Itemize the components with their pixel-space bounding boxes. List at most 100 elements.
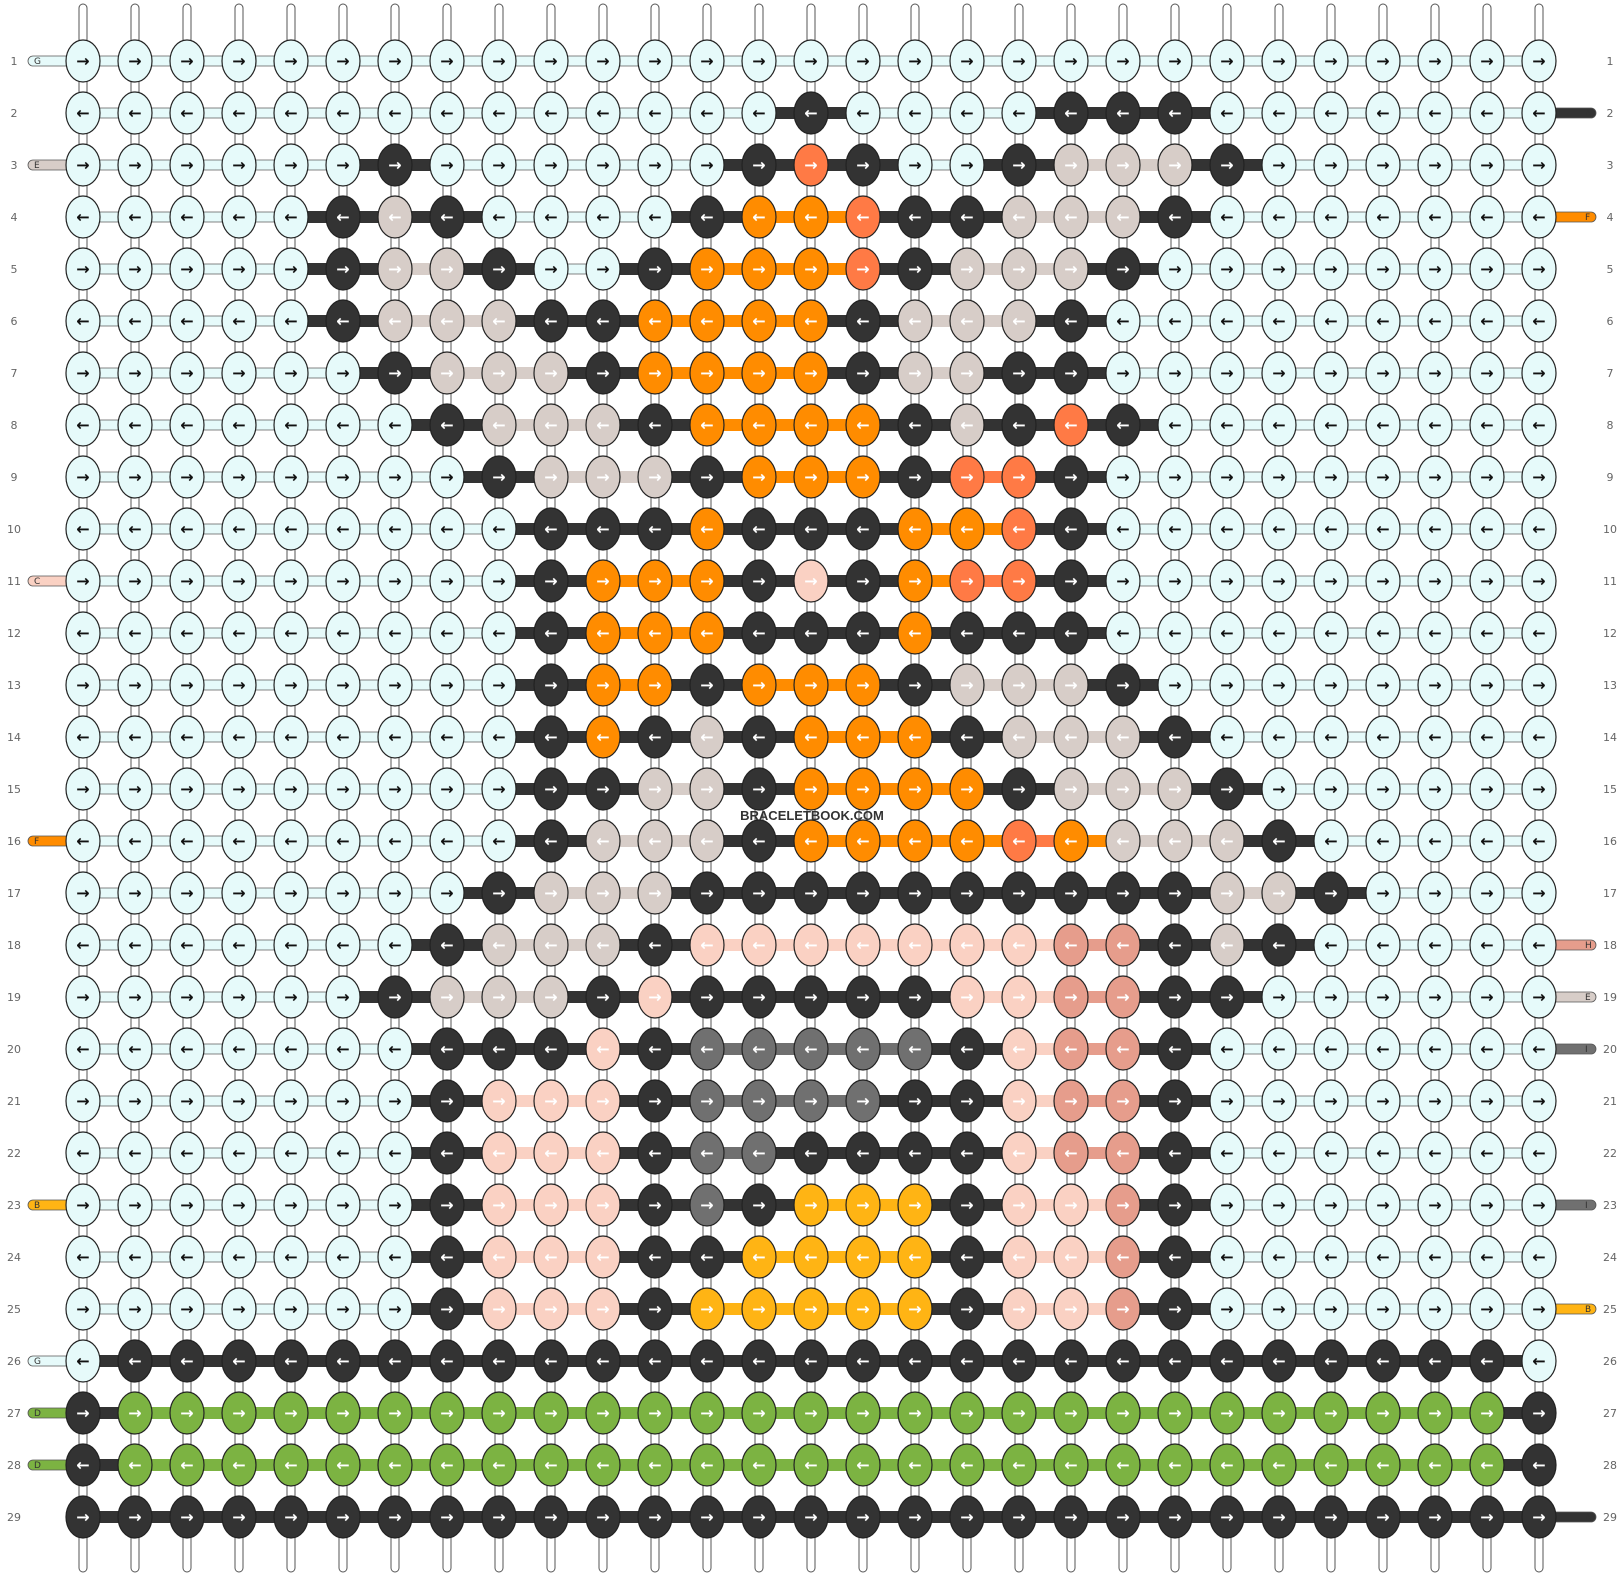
knot: ←	[949, 1235, 985, 1279]
knot: →	[1313, 143, 1349, 187]
knot: →	[1469, 767, 1505, 811]
arrow-left-icon: ←	[1220, 416, 1233, 435]
arrow-right-icon: →	[700, 364, 713, 383]
knot: ←	[1157, 507, 1193, 551]
arrow-right-icon: →	[284, 52, 297, 71]
arrow-right-icon: →	[856, 156, 869, 175]
knot: ←	[1157, 1443, 1193, 1487]
knot: ←	[1521, 1443, 1557, 1487]
knot: →	[117, 455, 153, 499]
arrow-right-icon: →	[492, 1300, 505, 1319]
knot: ←	[845, 507, 881, 551]
arrow-right-icon: →	[492, 1196, 505, 1215]
knot: →	[1469, 559, 1505, 603]
arrow-right-icon: →	[596, 1508, 609, 1527]
knot: ←	[949, 1339, 985, 1383]
arrow-right-icon: →	[1272, 1404, 1285, 1423]
knot: →	[1053, 975, 1089, 1019]
knot: ←	[221, 91, 257, 135]
arrow-right-icon: →	[804, 988, 817, 1007]
knot: ←	[949, 819, 985, 863]
arrow-right-icon: →	[180, 1300, 193, 1319]
knot: →	[273, 1183, 309, 1227]
knot: ←	[949, 91, 985, 135]
arrow-right-icon: →	[1220, 52, 1233, 71]
arrow-right-icon: →	[700, 1404, 713, 1423]
arrow-left-icon: ←	[960, 936, 973, 955]
arrow-left-icon: ←	[596, 520, 609, 539]
row-number-left: 27	[7, 1407, 21, 1420]
arrow-right-icon: →	[1376, 988, 1389, 1007]
knot: ←	[1209, 299, 1245, 343]
arrow-left-icon: ←	[1220, 312, 1233, 331]
arrow-left-icon: ←	[1324, 1144, 1337, 1163]
knot: →	[429, 1183, 465, 1227]
arrow-right-icon: →	[544, 1300, 557, 1319]
arrow-left-icon: ←	[284, 1144, 297, 1163]
arrow-left-icon: ←	[1480, 832, 1493, 851]
arrow-left-icon: ←	[232, 104, 245, 123]
arrow-left-icon: ←	[336, 1248, 349, 1267]
knot: →	[1157, 143, 1193, 187]
knot: →	[1365, 1079, 1401, 1123]
arrow-right-icon: →	[284, 156, 297, 175]
knot: →	[481, 1287, 517, 1331]
arrow-left-icon: ←	[804, 832, 817, 851]
arrow-right-icon: →	[128, 364, 141, 383]
knot: ←	[65, 299, 101, 343]
knot: ←	[481, 1235, 517, 1279]
knot: ←	[793, 299, 829, 343]
knot: ←	[637, 1131, 673, 1175]
arrow-left-icon: ←	[1168, 520, 1181, 539]
knot: →	[65, 871, 101, 915]
knot: ←	[585, 923, 621, 967]
arrow-right-icon: →	[1532, 572, 1545, 591]
knot: ←	[1313, 1339, 1349, 1383]
knot: →	[1313, 1391, 1349, 1435]
knot: ←	[793, 195, 829, 239]
knot: →	[429, 975, 465, 1019]
knot: ←	[533, 195, 569, 239]
arrow-right-icon: →	[1064, 988, 1077, 1007]
arrow-right-icon: →	[960, 780, 973, 799]
knot: ←	[689, 91, 725, 135]
arrow-left-icon: ←	[180, 1040, 193, 1059]
arrow-right-icon: →	[1116, 260, 1129, 279]
knot: ←	[429, 819, 465, 863]
knot: ←	[221, 403, 257, 447]
knot: ←	[1209, 1339, 1245, 1383]
knot: →	[1001, 143, 1037, 187]
arrow-right-icon: →	[648, 1300, 661, 1319]
left-strand-letter: D	[34, 1461, 41, 1471]
arrow-right-icon: →	[180, 468, 193, 487]
arrow-left-icon: ←	[1116, 1456, 1129, 1475]
arrow-left-icon: ←	[648, 520, 661, 539]
arrow-right-icon: →	[1480, 52, 1493, 71]
arrow-left-icon: ←	[1324, 728, 1337, 747]
arrow-left-icon: ←	[492, 1040, 505, 1059]
knot: →	[1053, 1495, 1089, 1539]
arrow-right-icon: →	[284, 1508, 297, 1527]
arrow-right-icon: →	[1064, 156, 1077, 175]
arrow-right-icon: →	[1480, 884, 1493, 903]
arrow-left-icon: ←	[804, 936, 817, 955]
knot: →	[429, 455, 465, 499]
arrow-right-icon: →	[752, 1404, 765, 1423]
arrow-left-icon: ←	[960, 1248, 973, 1267]
arrow-right-icon: →	[1168, 260, 1181, 279]
arrow-left-icon: ←	[440, 1248, 453, 1267]
arrow-left-icon: ←	[596, 624, 609, 643]
knot: ←	[65, 507, 101, 551]
arrow-right-icon: →	[336, 780, 349, 799]
knot: ←	[1469, 1339, 1505, 1383]
arrow-left-icon: ←	[1064, 1456, 1077, 1475]
arrow-right-icon: →	[336, 1508, 349, 1527]
arrow-right-icon: →	[596, 1300, 609, 1319]
arrow-right-icon: →	[1324, 1092, 1337, 1111]
arrow-left-icon: ←	[1220, 624, 1233, 643]
knot: →	[65, 1079, 101, 1123]
arrow-right-icon: →	[1532, 468, 1545, 487]
knot: ←	[1469, 91, 1505, 135]
knot: →	[1053, 767, 1089, 811]
knot: →	[1469, 143, 1505, 187]
